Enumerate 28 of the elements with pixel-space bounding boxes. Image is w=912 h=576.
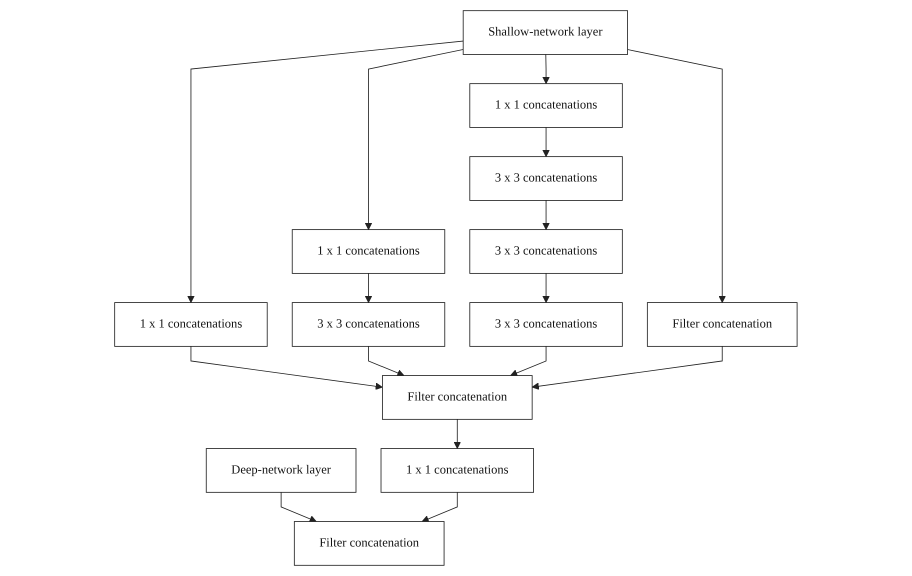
node-box: Deep-network layer	[206, 448, 357, 493]
arrow	[532, 346, 723, 390]
node-box: 1 x 1 concatenations	[469, 83, 623, 128]
arrow	[364, 49, 464, 230]
node-box: 3 x 3 concatenations	[292, 302, 446, 347]
arrow	[422, 492, 458, 522]
node-box: 1 x 1 concatenations	[380, 448, 534, 493]
node-box: Filter concatenation	[294, 521, 445, 566]
node-box: Filter concatenation	[382, 375, 533, 420]
node-box: 3 x 3 concatenations	[469, 156, 623, 201]
node-box: 1 x 1 concatenations	[114, 302, 268, 347]
arrow	[454, 418, 462, 449]
node-box: 3 x 3 concatenations	[469, 229, 623, 274]
arrow	[364, 272, 372, 303]
arrow	[542, 54, 550, 84]
arrow	[280, 492, 317, 522]
arrow	[190, 346, 383, 390]
arrow	[542, 200, 550, 230]
node-box: Shallow-network layer	[462, 10, 628, 55]
arrow	[542, 127, 550, 157]
node-box: Filter concatenation	[647, 302, 798, 347]
arrow	[187, 40, 464, 303]
arrow	[368, 346, 404, 376]
arrow	[510, 346, 547, 376]
node-box: 1 x 1 concatenations	[292, 229, 446, 274]
node-box: 3 x 3 concatenations	[469, 302, 623, 347]
arrow	[542, 272, 550, 303]
arrow	[627, 49, 726, 303]
